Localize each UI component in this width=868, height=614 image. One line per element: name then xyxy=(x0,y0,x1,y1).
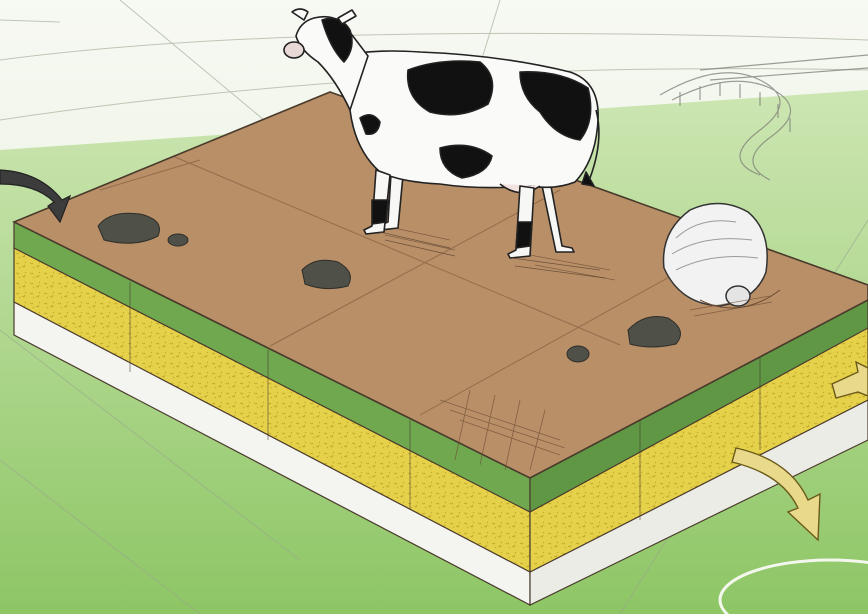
illustration-canvas xyxy=(0,0,868,614)
